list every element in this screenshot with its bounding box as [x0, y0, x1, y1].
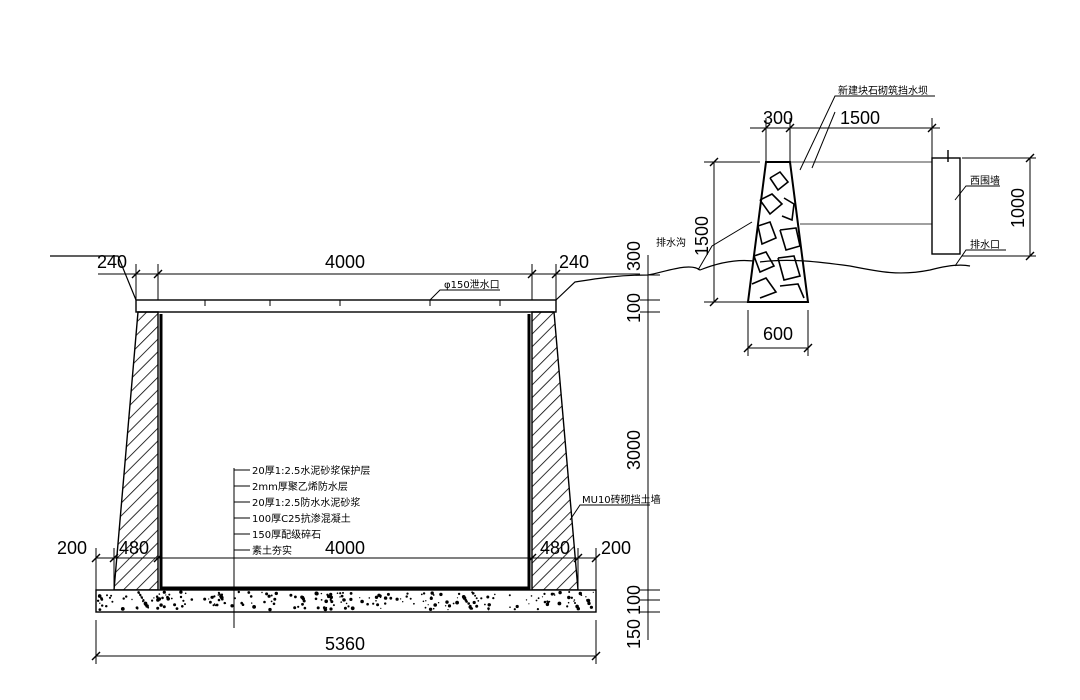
dim-dam-top: 300 — [763, 108, 793, 128]
dim-base-height: 150 — [624, 619, 644, 649]
dam-base-dimension: 600 — [743, 310, 813, 356]
wall-label: MU10砖砌挡土墙 — [582, 493, 661, 506]
wall-height-dimension: 1000 — [962, 153, 1036, 261]
west-wall-label: 西围墙 — [970, 174, 1000, 187]
dim-cover-height: 300 — [624, 241, 644, 271]
dam-height-dimension: 1500 — [692, 157, 760, 307]
layer-label-6: 素土夯实 — [252, 544, 292, 557]
layer-labels: 20厚1:2.5水泥砂浆保护层 2mm厚聚乙烯防水层 20厚1:2.5防水水泥砂… — [234, 464, 370, 557]
outlet-label: 排水口 — [970, 238, 1000, 251]
wall-leader — [569, 504, 650, 521]
dim-bottom-inner: 4000 — [325, 538, 365, 558]
ground-line-right — [555, 259, 761, 301]
ground-line-dam — [759, 259, 971, 274]
dim-dam-base: 600 — [763, 324, 793, 344]
dam-title: 新建块石砌筑挡水坝 — [838, 84, 928, 97]
total-width-dimension: 5360 — [91, 620, 601, 664]
gravel-fill — [96, 590, 594, 612]
dim-total-width: 5360 — [325, 634, 365, 654]
dim-toe-right: 200 — [601, 538, 631, 558]
pipe-label: φ150泄水口 — [444, 278, 500, 291]
top-dimension: 240 4000 240 — [97, 252, 640, 300]
dim-dam-offset: 1500 — [840, 108, 880, 128]
ditch-leader — [697, 221, 753, 271]
ground-line-left — [50, 255, 137, 301]
dim-wall-bottom-right: 480 — [540, 538, 570, 558]
cover-slab — [135, 299, 557, 313]
dim-top-width: 4000 — [325, 252, 365, 272]
layer-label-3: 20厚1:2.5防水水泥砂浆 — [252, 496, 360, 509]
dam-detail: 300 1500 新建块石砌筑挡水坝 1500 排水沟 600 — [656, 84, 1036, 356]
waterproof-lining — [159, 314, 531, 590]
vertical-dimension: 300 100 3000 100 150 — [624, 241, 660, 649]
dim-wall-top-left: 240 — [97, 252, 127, 272]
stone-pattern — [751, 170, 805, 299]
dim-toe-left: 200 — [57, 538, 87, 558]
dim-wall-top-right: 240 — [559, 252, 589, 272]
dam-title-leader — [799, 95, 935, 171]
dim-slab-bottom: 100 — [624, 585, 644, 615]
dim-slab-top: 100 — [624, 293, 644, 323]
dim-dam-height: 1500 — [692, 216, 712, 256]
tank-section: 20厚1:2.5水泥砂浆保护层 2mm厚聚乙烯防水层 20厚1:2.5防水水泥砂… — [50, 241, 761, 664]
dam-top-dimension: 300 1500 — [750, 108, 940, 162]
layer-label-1: 20厚1:2.5水泥砂浆保护层 — [252, 464, 370, 477]
bottom-inner-dimension: 200 480 4000 480 200 — [57, 538, 631, 590]
west-wall-leader — [954, 185, 1000, 201]
ditch-label: 排水沟 — [656, 236, 686, 249]
dim-wall-bottom-left: 480 — [119, 538, 149, 558]
layer-label-2: 2mm厚聚乙烯防水层 — [252, 480, 348, 493]
pipe-leader — [429, 289, 500, 301]
layer-label-4: 100厚C25抗渗混凝土 — [252, 512, 351, 525]
dim-main-height: 3000 — [624, 430, 644, 470]
layer-label-5: 150厚配级碎石 — [252, 528, 321, 541]
west-wall — [931, 157, 961, 255]
dim-wall-height: 1000 — [1008, 188, 1028, 228]
outlet-leader — [954, 249, 1006, 267]
